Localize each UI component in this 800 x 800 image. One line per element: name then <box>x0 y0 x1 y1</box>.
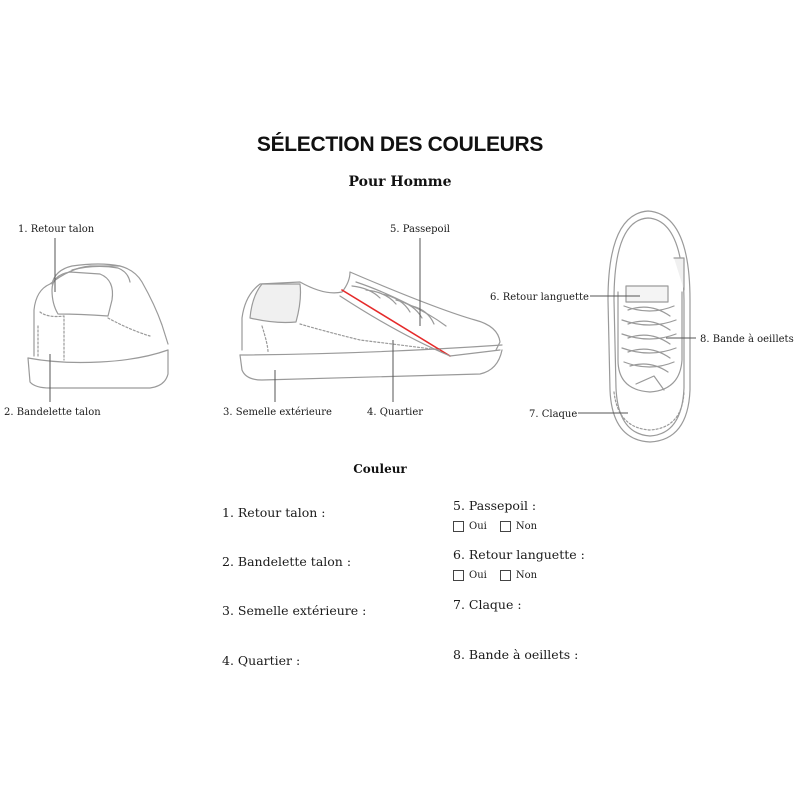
checkbox-languette-non[interactable] <box>499 570 511 581</box>
label-quartier: 4. Quartier <box>367 407 423 418</box>
checkbox-passepoil-non[interactable] <box>499 521 511 532</box>
languette-non-label: Non <box>515 570 538 581</box>
passepoil-non-label: Non <box>515 521 538 532</box>
shoe-side-view <box>239 271 503 381</box>
shoe-top-view <box>607 210 691 443</box>
field-retour-talon: 1. Retour talon : <box>222 505 326 520</box>
passepoil-options: Oui Non <box>453 521 550 532</box>
page-title: SÉLECTION DES COULEURS <box>256 133 544 156</box>
label-retour-languette: 6. Retour languette <box>490 292 589 303</box>
label-retour-talon: 1. Retour talon <box>18 224 95 235</box>
checkbox-passepoil-oui[interactable] <box>453 521 464 532</box>
passepoil-oui-label: Oui <box>469 521 487 532</box>
checkbox-languette-oui[interactable] <box>453 570 464 581</box>
passepoil-non-option[interactable]: Non <box>499 521 538 532</box>
label-semelle-exterieure: 3. Semelle extérieure <box>223 407 332 418</box>
label-bande-oeillets: 8. Bande à oeillets <box>700 334 794 345</box>
field-quartier: 4. Quartier : <box>222 653 301 668</box>
label-bandelette-talon: 2. Bandelette talon <box>4 407 101 418</box>
page-subtitle: Pour Homme <box>348 174 452 190</box>
label-passepoil: 5. Passepoil <box>390 224 450 235</box>
field-bande-oeillets: 8. Bande à oeillets : <box>453 647 579 662</box>
languette-oui-option[interactable]: Oui <box>453 570 487 581</box>
field-claque: 7. Claque : <box>453 597 522 612</box>
passepoil-oui-option[interactable]: Oui <box>453 521 487 532</box>
languette-non-option[interactable]: Non <box>499 570 538 581</box>
color-section-title: Couleur <box>353 462 407 476</box>
retour-languette-options: Oui Non <box>453 570 550 581</box>
field-retour-languette: 6. Retour languette : <box>453 547 585 562</box>
languette-oui-label: Oui <box>469 570 487 581</box>
field-passepoil: 5. Passepoil : <box>453 498 537 513</box>
shoe-rear-view <box>27 263 169 389</box>
field-bandelette-talon: 2. Bandelette talon : <box>222 554 352 569</box>
label-claque: 7. Claque <box>529 409 577 420</box>
field-semelle-exterieure: 3. Semelle extérieure : <box>222 603 367 618</box>
leader-lines <box>49 238 696 414</box>
